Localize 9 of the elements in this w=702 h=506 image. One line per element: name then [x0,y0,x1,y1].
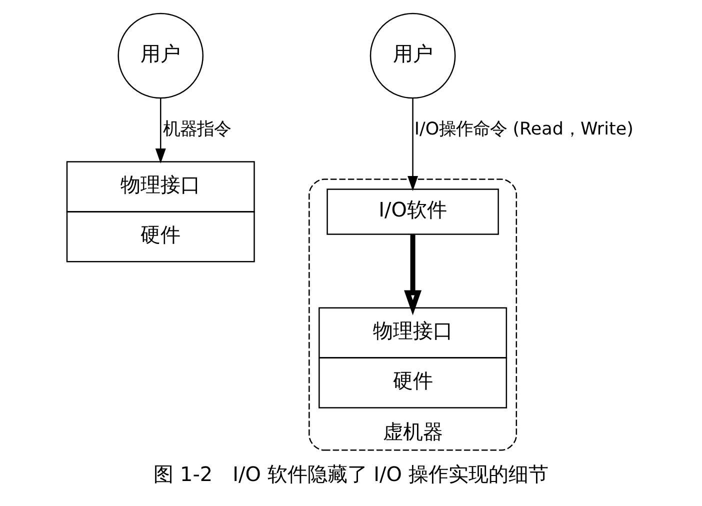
arrow [404,234,422,316]
arrow [408,98,418,191]
arrow [155,98,166,164]
edge-label: I/O操作命令 (Read，Write) [414,120,634,140]
node-circle: 用户 [370,12,456,99]
node-circle: 用户 [118,12,204,99]
caption: 图 1-2 I/O 软件隐藏了 I/O 操作实现的细节 [154,462,548,486]
node-box: I/O软件 [326,188,499,235]
edge-label: 机器指令 [162,120,231,140]
